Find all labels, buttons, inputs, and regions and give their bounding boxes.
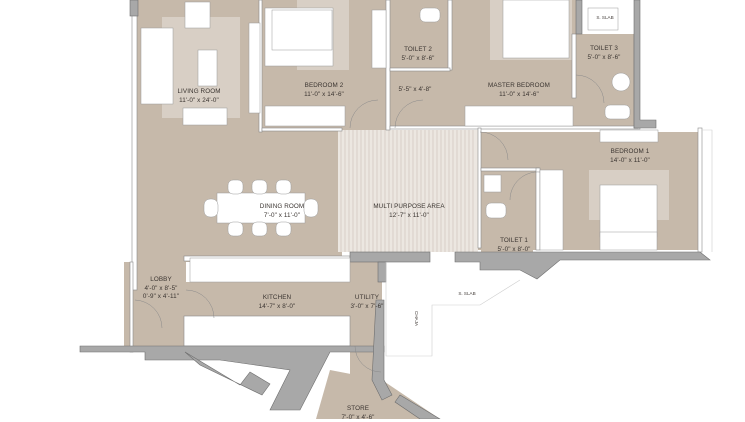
- room-label-dining-room: DINING ROOM 7'-0" x 11'-0": [259, 203, 305, 219]
- chaja-label: CHAJA: [414, 311, 419, 327]
- room-label-multi-purpose-area: MULTI PURPOSE AREA 12'-7" x 11'-0": [373, 203, 445, 219]
- wardrobes: [189, 9, 659, 283]
- s-slab-label-bottom: S. SLAB: [458, 291, 476, 296]
- living-furniture: [140, 1, 261, 126]
- beds: [264, 0, 658, 251]
- room-label-bedroom-2: BEDROOM 2 11'-0" x 14'-6": [304, 82, 344, 98]
- room-label-living-room: LIVING ROOM 11'-0" x 24'-0": [177, 88, 221, 104]
- dining-table: [203, 179, 319, 237]
- s-slab-label-top: S. SLAB: [596, 15, 614, 20]
- passage-dimension: 5'-5" x 4'-8": [398, 86, 432, 93]
- room-label-toilet-2: TOILET 2 5'-0" x 8'-6": [401, 46, 435, 62]
- structural-walls: [79, 0, 711, 419]
- room-label-toilet-1: TOILET 1 5'-0" x 8'-0": [497, 237, 531, 253]
- door-swings: [134, 74, 605, 373]
- slab-outline: [385, 129, 713, 357]
- toilet-fixtures: [419, 7, 631, 219]
- room-label-kitchen: KITCHEN 14'-7" x 8'-0": [258, 294, 296, 310]
- room-label-toilet-3: TOILET 3 5'-0" x 8'-6": [587, 45, 621, 61]
- room-label-utility: UTILITY 3'-0" x 7'-6": [350, 294, 384, 310]
- room-label-store: STORE 7'-0" x 4'-6": [341, 405, 375, 421]
- room-label-lobby: LOBBY 4'-0" x 8'-5" 0'-9" x 4'-11": [142, 276, 180, 301]
- room-label-bedroom-1: BEDROOM 1 14'-0" x 11'-0": [610, 148, 650, 164]
- multi-purpose-deck: [338, 130, 478, 252]
- room-label-master-bedroom: MASTER BEDROOM 11'-0" x 14'-6": [488, 82, 550, 98]
